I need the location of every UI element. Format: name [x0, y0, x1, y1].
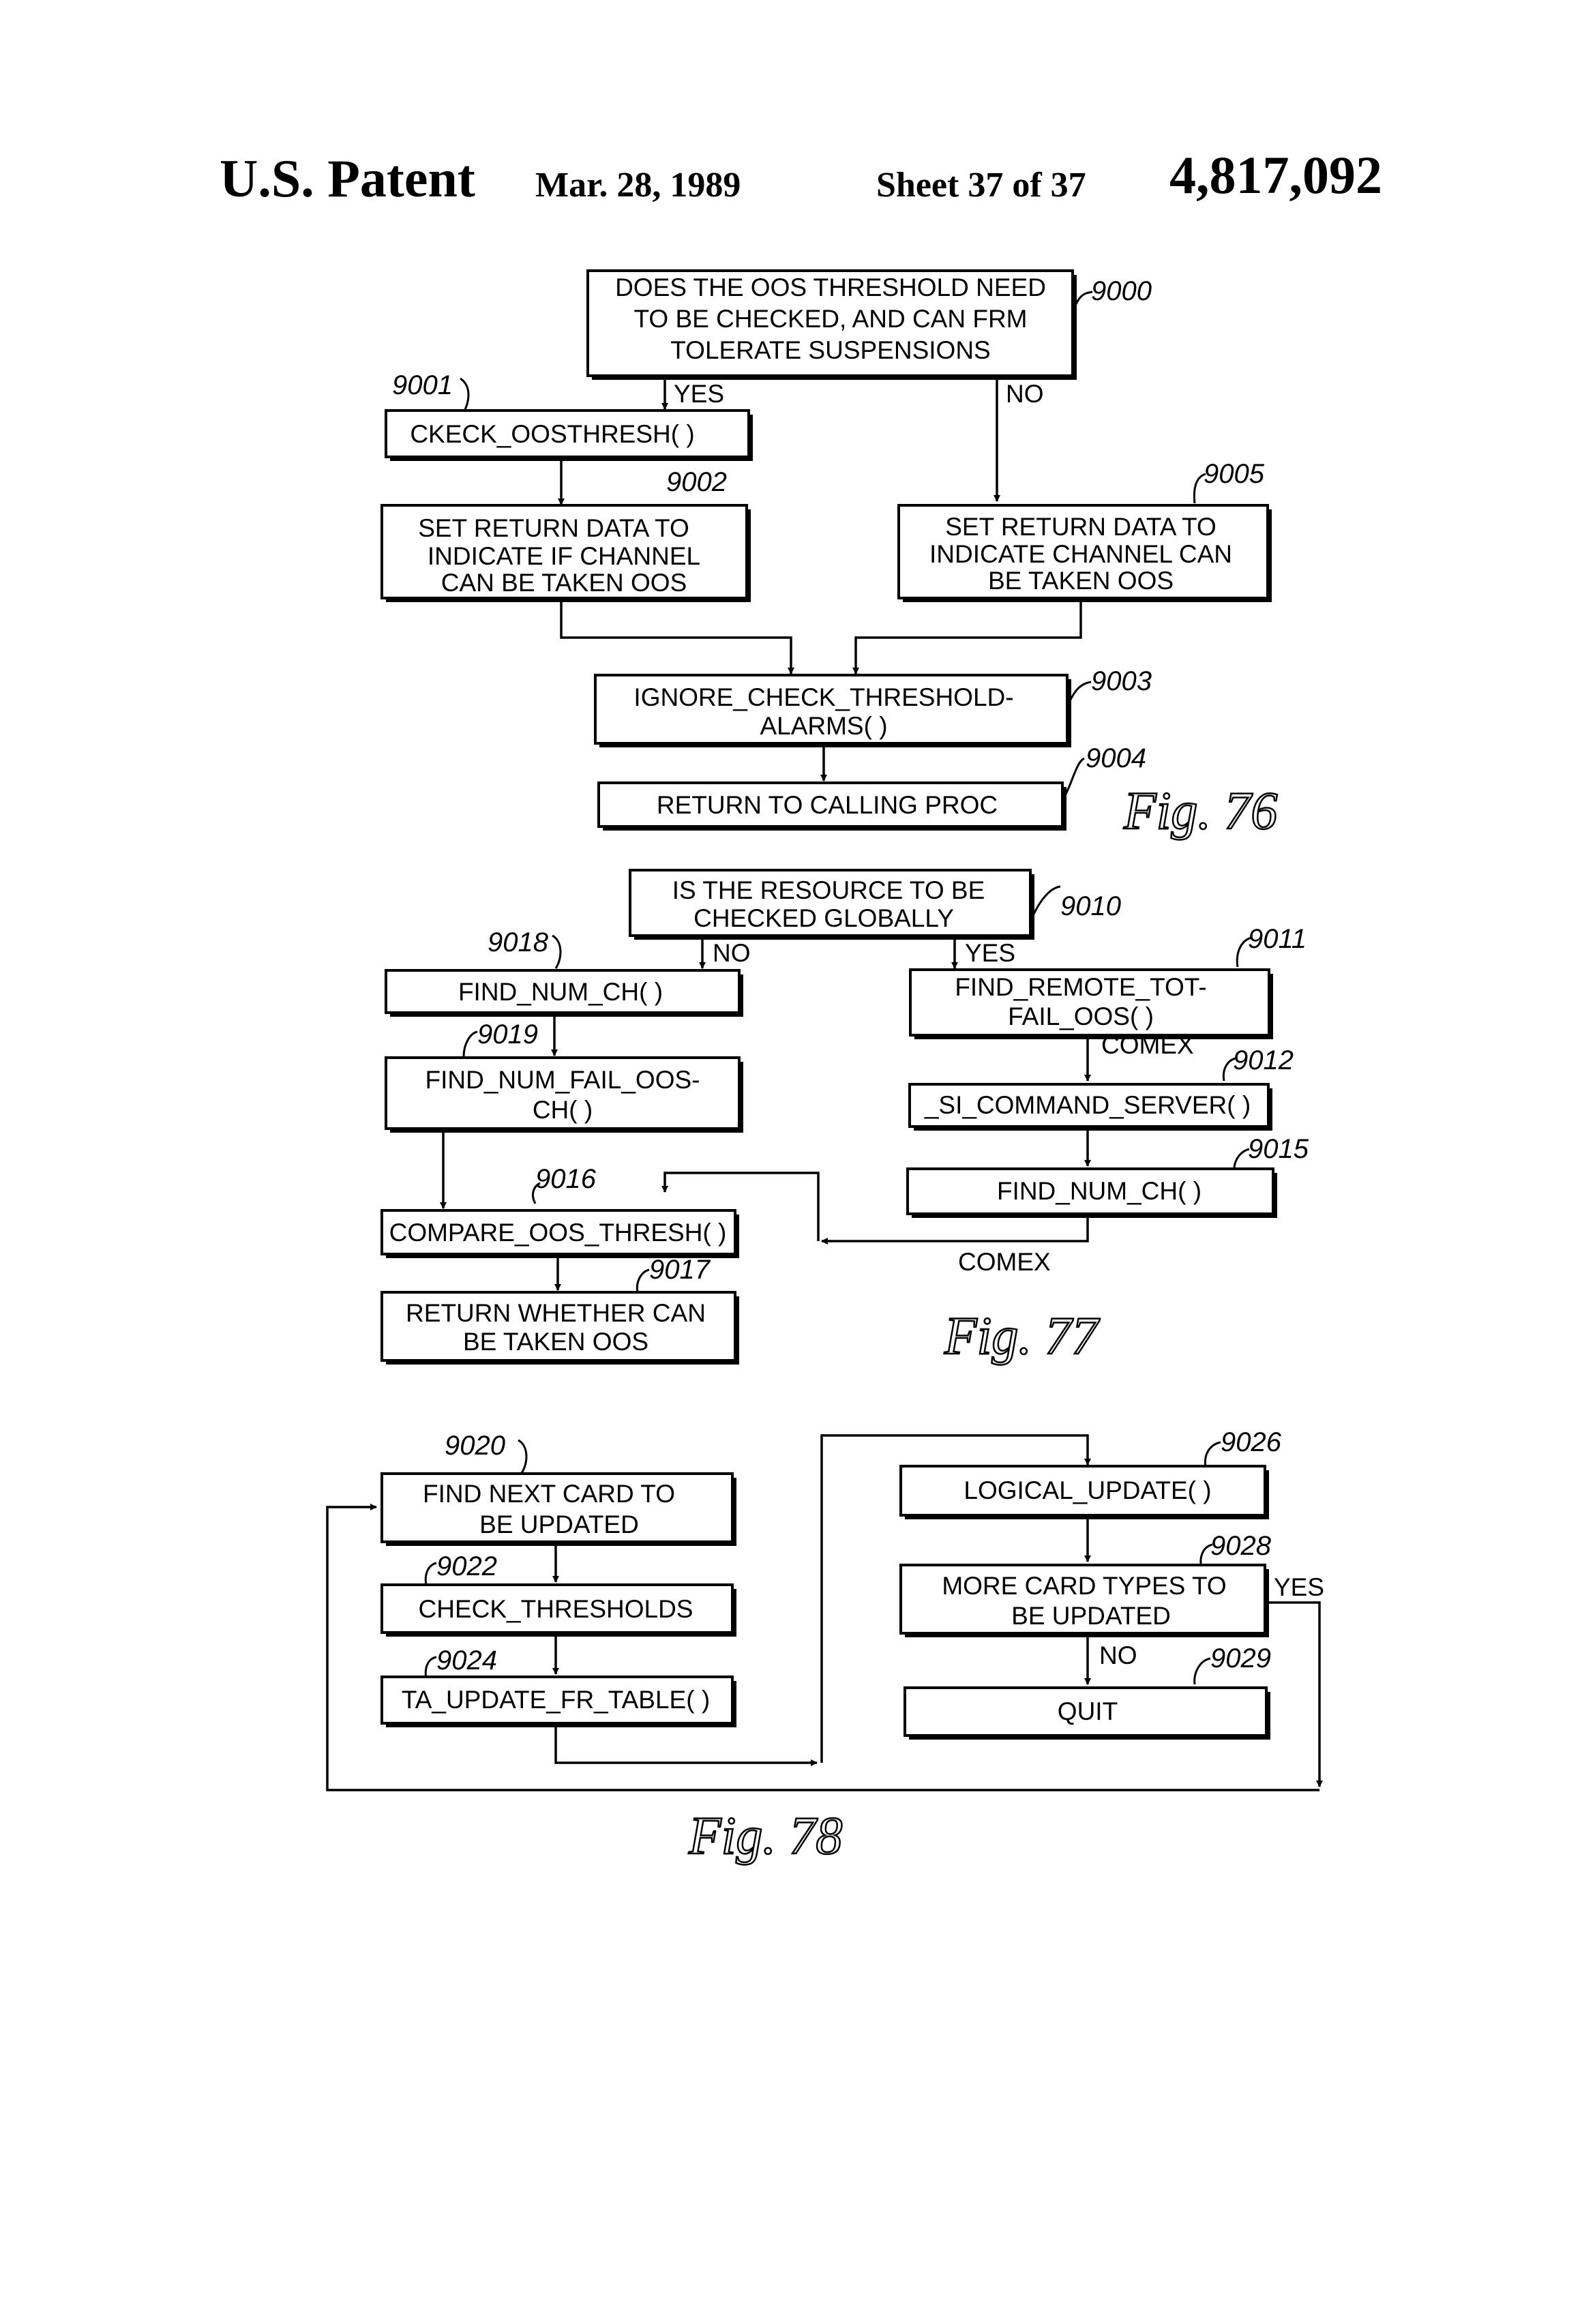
- node-9004: RETURN TO CALLING PROC: [597, 781, 1066, 831]
- figure-78: 9020 FIND NEXT CARD TO BE UPDATED 9022 C…: [326, 1427, 1324, 1866]
- no-label-9010: NO: [713, 939, 751, 967]
- node-9011: FIND_REMOTE_TOT- FAIL_OOS( ): [909, 968, 1273, 1039]
- node-9004-line-1: RETURN TO CALLING PROC: [657, 791, 998, 819]
- node-9020: FIND NEXT CARD TO BE UPDATED: [380, 1472, 736, 1546]
- figure-77: IS THE RESOURCE TO BE CHECKED GLOBALLY 9…: [380, 869, 1309, 1366]
- ref-9018: 9018: [488, 927, 549, 957]
- yes-label-9010: YES: [965, 939, 1015, 967]
- patent-number: 4,817,092: [1169, 145, 1382, 205]
- node-9003-line-1: IGNORE_CHECK_THRESHOLD-: [633, 683, 1013, 711]
- ref-9029: 9029: [1210, 1643, 1271, 1673]
- node-9020-line-2: BE UPDATED: [479, 1510, 639, 1538]
- node-9011-line-2: FAIL_OOS( ): [1008, 1002, 1154, 1030]
- ref-9020: 9020: [445, 1431, 505, 1461]
- node-9019: FIND_NUM_FAIL_OOS- CH( ): [385, 1056, 743, 1133]
- issue-date: Mar. 28, 1989: [535, 166, 741, 205]
- node-9017: RETURN WHETHER CAN BE TAKEN OOS: [380, 1291, 739, 1365]
- ref-9000: 9000: [1091, 276, 1152, 306]
- node-9005-line-3: BE TAKEN OOS: [988, 567, 1174, 595]
- node-9028-line-2: BE UPDATED: [1011, 1602, 1171, 1630]
- comex-label-1: COMEX: [1101, 1031, 1194, 1059]
- node-9017-line-2: BE TAKEN OOS: [463, 1328, 648, 1356]
- node-9022-line-1: CHECK_THRESHOLDS: [419, 1595, 693, 1623]
- ref-9001: 9001: [392, 370, 453, 400]
- node-9029: QUIT: [904, 1686, 1270, 1740]
- comex-label-2: COMEX: [958, 1248, 1051, 1276]
- no-label-9028: NO: [1099, 1641, 1137, 1669]
- node-9029-line-1: QUIT: [1058, 1697, 1118, 1725]
- figure-76-label: Fig. 76: [1123, 781, 1277, 840]
- ref-9024: 9024: [436, 1645, 497, 1675]
- node-9003-line-2: ALARMS( ): [760, 712, 887, 740]
- ref-9026: 9026: [1221, 1427, 1282, 1457]
- node-9022: CHECK_THRESHOLDS: [380, 1583, 736, 1637]
- publisher-label: U.S. Patent: [220, 149, 475, 208]
- node-9000-line-3: TOLERATE SUSPENSIONS: [670, 336, 990, 364]
- node-9020-line-1: FIND NEXT CARD TO: [423, 1480, 675, 1508]
- node-9024: TA_UPDATE_FR_TABLE( ): [380, 1675, 736, 1727]
- node-9000-line-2: TO BE CHECKED, AND CAN FRM: [633, 305, 1027, 333]
- ref-9028: 9028: [1210, 1531, 1272, 1561]
- no-label-9000: NO: [1006, 380, 1044, 408]
- page-header: U.S. Patent Mar. 28, 1989 Sheet 37 of 37…: [220, 145, 1382, 208]
- node-9019-line-2: CH( ): [533, 1096, 593, 1124]
- yes-label-9028: YES: [1274, 1573, 1324, 1601]
- node-9026-line-1: LOGICAL_UPDATE( ): [964, 1476, 1211, 1504]
- figure-77-label: Fig. 77: [944, 1306, 1100, 1365]
- node-9016-line-1: COMPARE_OOS_THRESH( ): [389, 1219, 727, 1247]
- node-9003: IGNORE_CHECK_THRESHOLD- ALARMS( ): [594, 674, 1071, 747]
- node-9010: IS THE RESOURCE TO BE CHECKED GLOBALLY: [629, 869, 1034, 940]
- ref-9019: 9019: [477, 1019, 538, 1049]
- ref-9017: 9017: [649, 1255, 711, 1285]
- node-9005-line-1: SET RETURN DATA TO: [945, 513, 1216, 541]
- node-9012: _SI_COMMAND_SERVER( ): [908, 1083, 1272, 1131]
- node-9016: COMPARE_OOS_THRESH( ): [380, 1209, 739, 1258]
- node-9024-line-1: TA_UPDATE_FR_TABLE( ): [402, 1686, 710, 1714]
- node-9010-line-2: CHECKED GLOBALLY: [693, 904, 954, 932]
- figure-76: DOES THE OOS THRESHOLD NEED TO BE CHECKE…: [380, 269, 1279, 841]
- ref-9016: 9016: [535, 1164, 597, 1194]
- node-9018-line-1: FIND_NUM_CH( ): [458, 978, 663, 1006]
- node-9002-line-2: INDICATE IF CHANNEL: [428, 542, 700, 570]
- node-9000: DOES THE OOS THRESHOLD NEED TO BE CHECKE…: [586, 269, 1077, 380]
- node-9026: LOGICAL_UPDATE( ): [899, 1465, 1269, 1519]
- node-9011-line-1: FIND_REMOTE_TOT-: [955, 973, 1206, 1001]
- ref-9003: 9003: [1091, 666, 1152, 696]
- node-9028: MORE CARD TYPES TO BE UPDATED: [899, 1564, 1269, 1637]
- node-9012-line-1: _SI_COMMAND_SERVER( ): [924, 1091, 1251, 1119]
- node-9018: FIND_NUM_CH( ): [385, 969, 743, 1017]
- sheet-number: Sheet 37 of 37: [876, 166, 1086, 205]
- ref-9004: 9004: [1086, 743, 1146, 773]
- ref-9012: 9012: [1233, 1045, 1294, 1075]
- ref-9022: 9022: [436, 1551, 497, 1581]
- node-9002-line-1: SET RETURN DATA TO: [418, 514, 689, 542]
- node-9001: CKECK_OOSTHRESH( ): [385, 409, 753, 461]
- ref-9011: 9011: [1248, 924, 1307, 954]
- node-9002: SET RETURN DATA TO INDICATE IF CHANNEL C…: [380, 504, 751, 602]
- ref-9002: 9002: [666, 467, 727, 497]
- node-9015-line-1: FIND_NUM_CH( ): [997, 1177, 1202, 1205]
- ref-9015: 9015: [1248, 1134, 1309, 1164]
- node-9005: SET RETURN DATA TO INDICATE CHANNEL CAN …: [897, 504, 1272, 602]
- node-9002-line-3: CAN BE TAKEN OOS: [441, 569, 687, 597]
- node-9015: FIND_NUM_CH( ): [906, 1167, 1277, 1218]
- node-9005-line-2: INDICATE CHANNEL CAN: [929, 540, 1232, 568]
- node-9000-line-1: DOES THE OOS THRESHOLD NEED: [615, 273, 1046, 301]
- figure-78-label: Fig. 78: [688, 1806, 842, 1865]
- yes-label-9000: YES: [674, 380, 724, 408]
- node-9017-line-1: RETURN WHETHER CAN: [406, 1299, 706, 1327]
- node-9001-line-1: CKECK_OOSTHRESH( ): [410, 420, 694, 448]
- node-9010-line-1: IS THE RESOURCE TO BE: [672, 876, 985, 904]
- node-9019-line-1: FIND_NUM_FAIL_OOS-: [426, 1066, 700, 1094]
- ref-9010: 9010: [1060, 891, 1121, 921]
- ref-9005: 9005: [1204, 459, 1265, 489]
- node-9028-line-1: MORE CARD TYPES TO: [942, 1572, 1226, 1600]
